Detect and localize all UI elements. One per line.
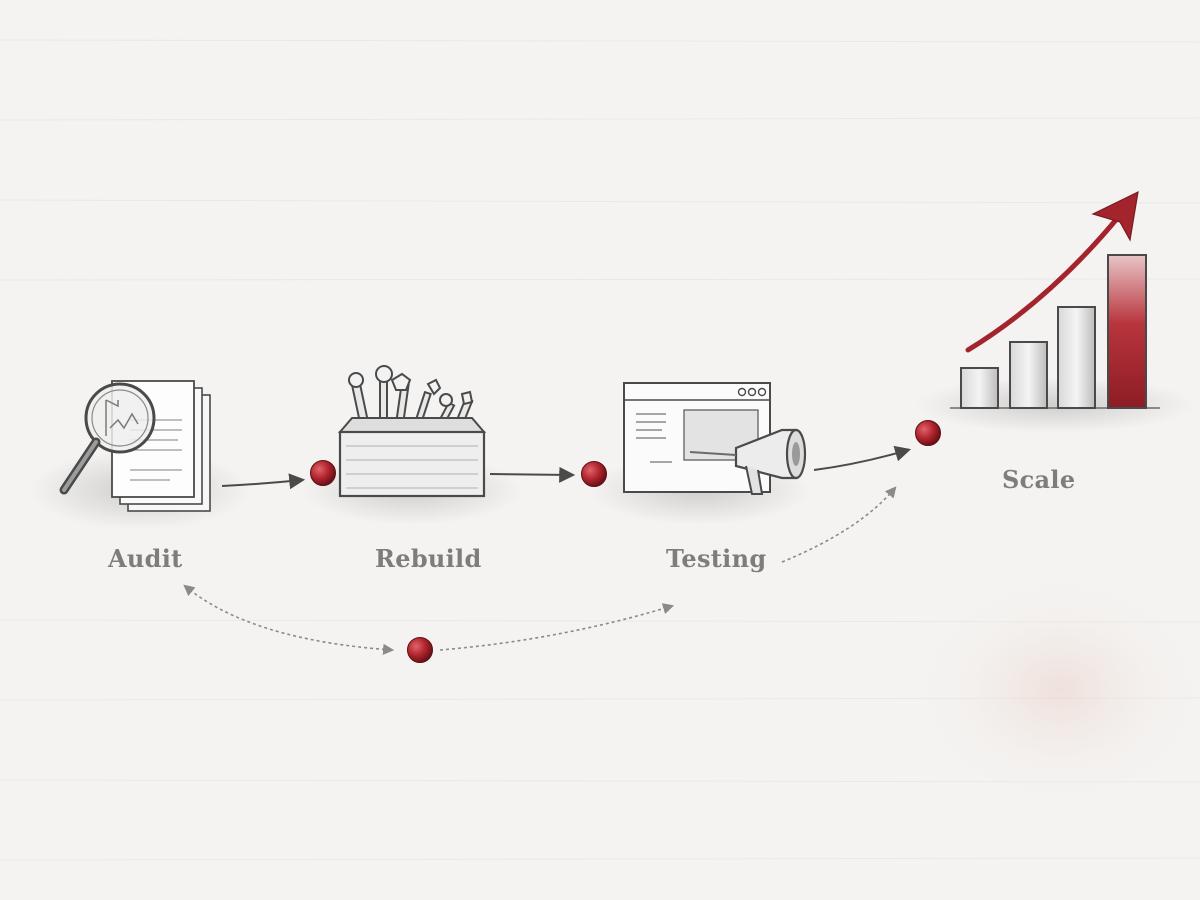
node-2 <box>581 461 607 487</box>
growth-bar-1 <box>960 367 999 409</box>
feedback-loop-middle <box>439 603 675 651</box>
connectors <box>183 445 912 655</box>
stage-label-scale: Scale <box>1002 465 1076 494</box>
ground-shadow-scale <box>915 377 1195 433</box>
background-blush <box>910 570 1200 810</box>
connector-testing-to-node-3 <box>813 445 912 471</box>
node-1 <box>310 460 336 486</box>
connector-rebuild-to-node-2 <box>489 466 576 483</box>
growth-bar-2 <box>1009 341 1048 409</box>
growth-arrow <box>965 212 1123 353</box>
process-nodes <box>310 420 941 663</box>
feedback-loop-right <box>781 486 897 563</box>
growth-bar-chart-icon <box>950 190 1160 409</box>
feedback-loop-left <box>183 584 395 655</box>
stage-label-testing: Testing <box>666 544 767 573</box>
growth-bar-4 <box>1107 254 1147 409</box>
toolbox-icon <box>337 365 487 498</box>
node-4 <box>407 637 433 663</box>
connector-audit-to-node-1 <box>221 473 306 490</box>
node-3 <box>915 420 941 446</box>
stage-label-rebuild: Rebuild <box>375 544 482 573</box>
stage-label-audit: Audit <box>108 544 183 573</box>
browser-megaphone-icon <box>623 382 807 495</box>
magnifier-document-icon <box>59 380 211 512</box>
growth-bar-3 <box>1057 306 1096 409</box>
